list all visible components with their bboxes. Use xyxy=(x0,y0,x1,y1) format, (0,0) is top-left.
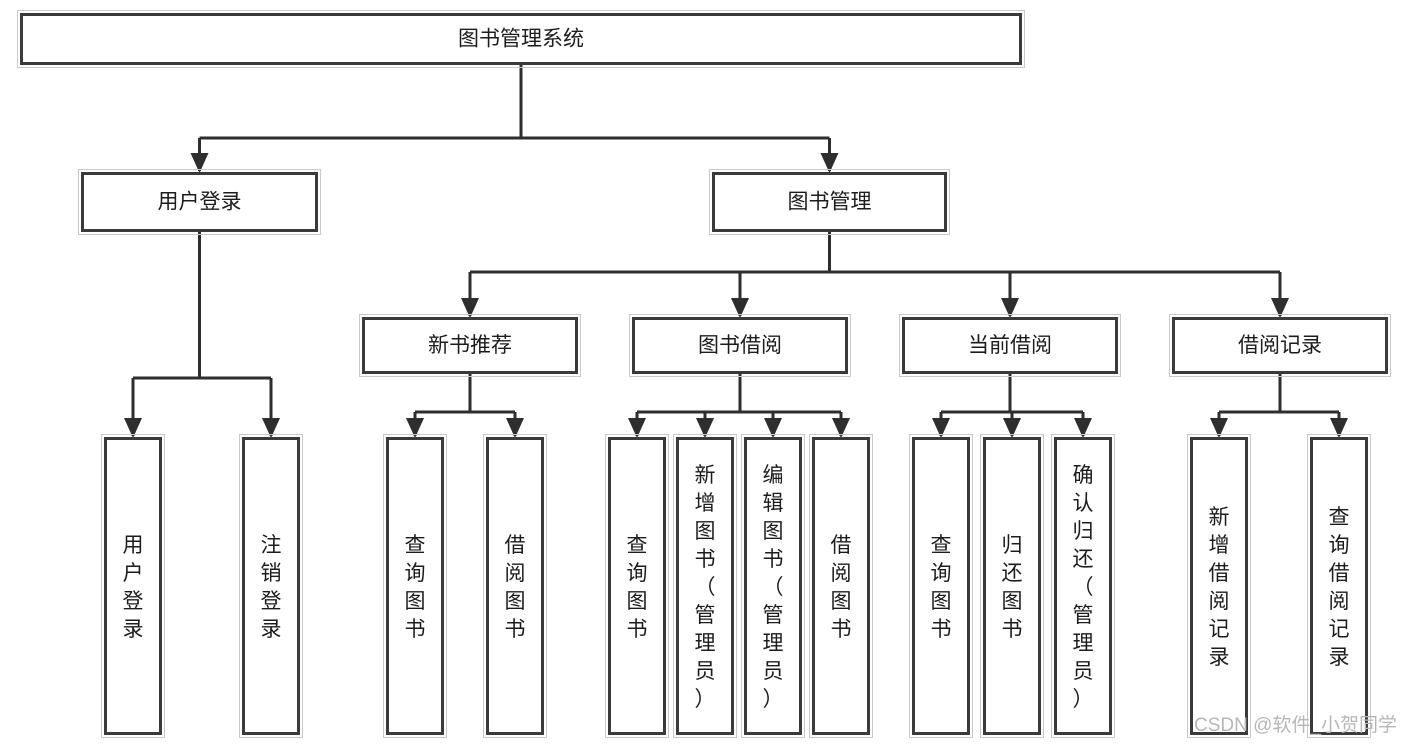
node-confirm-return[interactable]: 确认归还（管理员） xyxy=(1051,434,1115,738)
arrow-head-icon xyxy=(1003,418,1021,438)
node-user-login[interactable]: 用户登录 xyxy=(78,169,321,235)
node-box[interactable] xyxy=(676,437,734,735)
arrow-head-icon xyxy=(731,298,749,318)
arrow-head-icon xyxy=(696,418,714,438)
node-box[interactable] xyxy=(812,437,870,735)
arrow-head-icon xyxy=(1001,298,1019,318)
node-label: 图书管理系统 xyxy=(458,28,584,51)
arrow-head-icon xyxy=(1330,418,1348,438)
node-box[interactable] xyxy=(81,172,318,232)
arrow-head-icon xyxy=(764,418,782,438)
node-query-book-1[interactable]: 查询图书 xyxy=(383,434,447,738)
arrow-head-icon xyxy=(461,298,479,318)
arrow-head-icon xyxy=(1210,418,1228,438)
node-borrow-record[interactable]: 借阅记录 xyxy=(1169,314,1391,377)
arrow-head-icon xyxy=(190,153,209,173)
node-add-book[interactable]: 新增图书（管理员） xyxy=(673,434,737,738)
node-label: 借阅记录 xyxy=(1238,334,1322,357)
arrow-head-icon xyxy=(1271,298,1289,318)
node-user-logout[interactable]: 注销登录 xyxy=(239,434,303,738)
node-new-book-rec[interactable]: 新书推荐 xyxy=(359,314,581,377)
arrow-head-icon xyxy=(406,418,424,438)
arrow-head-icon xyxy=(262,418,280,438)
node-box[interactable] xyxy=(912,437,970,735)
node-label: 查询借阅记录 xyxy=(1329,506,1350,669)
node-label: 确认归还（管理员） xyxy=(1073,464,1094,711)
watermark-layer: CSDN @软件_小贺同学 xyxy=(1194,714,1397,736)
arrow-head-icon xyxy=(506,418,524,438)
node-label: 新增借阅记录 xyxy=(1209,506,1230,669)
node-label: 归还图书 xyxy=(1002,534,1023,641)
node-box[interactable] xyxy=(1172,317,1388,374)
node-box[interactable] xyxy=(486,437,544,735)
node-box[interactable] xyxy=(744,437,802,735)
watermark-label: CSDN @软件_小贺同学 xyxy=(1194,714,1397,736)
node-label: 借阅图书 xyxy=(505,534,526,641)
node-label: 图书管理 xyxy=(788,191,872,214)
node-box[interactable] xyxy=(1190,437,1248,735)
node-label: 借阅图书 xyxy=(831,534,852,641)
arrow-head-icon xyxy=(932,418,950,438)
node-borrow-book-1[interactable]: 借阅图书 xyxy=(483,434,547,738)
arrow-head-icon xyxy=(628,418,646,438)
node-box[interactable] xyxy=(632,317,848,374)
node-box[interactable] xyxy=(104,437,162,735)
node-box[interactable] xyxy=(712,172,947,232)
node-label: 图书借阅 xyxy=(698,334,782,357)
node-label: 用户登录 xyxy=(123,534,144,641)
node-box[interactable] xyxy=(1054,437,1112,735)
node-label: 新增图书（管理员） xyxy=(695,464,716,711)
node-box[interactable] xyxy=(902,317,1118,374)
node-box[interactable] xyxy=(983,437,1041,735)
node-box[interactable] xyxy=(20,13,1022,65)
node-label: 当前借阅 xyxy=(968,334,1052,357)
node-box[interactable] xyxy=(362,317,578,374)
node-return-book[interactable]: 归还图书 xyxy=(980,434,1044,738)
node-current-borrow[interactable]: 当前借阅 xyxy=(899,314,1121,377)
node-label: 查询图书 xyxy=(931,534,952,641)
node-borrow-book-2[interactable]: 借阅图书 xyxy=(809,434,873,738)
node-root[interactable]: 图书管理系统 xyxy=(17,10,1025,68)
node-book-borrow[interactable]: 图书借阅 xyxy=(629,314,851,377)
node-box[interactable] xyxy=(386,437,444,735)
node-query-book-2[interactable]: 查询图书 xyxy=(605,434,669,738)
edges-layer xyxy=(124,65,1348,438)
arrow-head-icon xyxy=(820,153,839,173)
node-label: 用户登录 xyxy=(158,191,242,214)
node-box[interactable] xyxy=(242,437,300,735)
node-box[interactable] xyxy=(608,437,666,735)
node-label: 编辑图书（管理员） xyxy=(763,464,784,711)
node-query-book-3[interactable]: 查询图书 xyxy=(909,434,973,738)
node-add-borrow-record[interactable]: 新增借阅记录 xyxy=(1187,434,1251,738)
node-user-login-do[interactable]: 用户登录 xyxy=(101,434,165,738)
node-book-manage[interactable]: 图书管理 xyxy=(709,169,950,235)
arrow-head-icon xyxy=(1074,418,1092,438)
node-edit-book[interactable]: 编辑图书（管理员） xyxy=(741,434,805,738)
node-box[interactable] xyxy=(1310,437,1368,735)
arrow-head-icon xyxy=(124,418,142,438)
node-query-borrow-record[interactable]: 查询借阅记录 xyxy=(1307,434,1371,738)
nodes-layer: 图书管理系统用户登录用户登录注销登录图书管理新书推荐查询图书借阅图书图书借阅查询… xyxy=(17,10,1391,738)
node-label: 查询图书 xyxy=(627,534,648,641)
node-label: 注销登录 xyxy=(261,534,282,641)
arrow-head-icon xyxy=(832,418,850,438)
node-label: 新书推荐 xyxy=(428,334,512,357)
node-label: 查询图书 xyxy=(405,534,426,641)
